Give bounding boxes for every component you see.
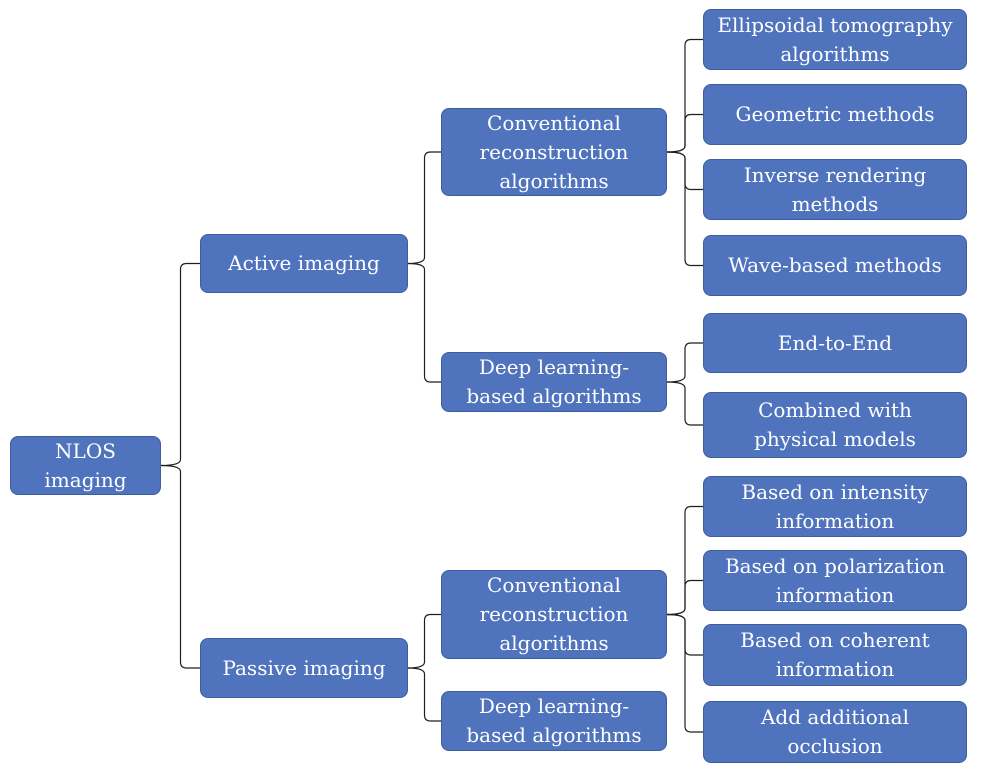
node-passive-imaging: Passive imaging <box>200 638 408 698</box>
connector-root-to-active <box>160 262 200 467</box>
connector-a-conv-to-a4 <box>666 151 703 267</box>
node-active-conventional-algorithms: Conventional reconstruction algorithms <box>441 108 667 196</box>
node-nlos-imaging: NLOS imaging <box>10 436 161 495</box>
node-active-imaging: Active imaging <box>200 234 408 293</box>
node-combined-physical-models: Combined with physical models <box>703 392 967 458</box>
node-wave-based-methods: Wave-based methods <box>703 235 967 296</box>
connector-p-conv-to-p4 <box>666 613 703 733</box>
node-end-to-end: End-to-End <box>703 313 967 373</box>
connector-a-conv-to-a3 <box>666 151 703 191</box>
connector-passive-to-p-conv <box>407 613 441 669</box>
node-ellipsoidal-tomography: Ellipsoidal tomography algorithms <box>703 9 967 70</box>
node-passive-deep-learning-algorithms: Deep learning- based algorithms <box>441 691 667 751</box>
connector-active-to-a-deep <box>407 262 441 383</box>
connector-a-conv-to-a2 <box>666 113 703 153</box>
connector-root-to-passive <box>160 464 200 669</box>
connector-a-deep-to-a6 <box>666 381 703 426</box>
node-geometric-methods: Geometric methods <box>703 84 967 145</box>
node-intensity-information: Based on intensity information <box>703 476 967 537</box>
connector-p-conv-to-p1 <box>666 505 703 616</box>
node-coherent-information: Based on coherent information <box>703 624 967 686</box>
node-additional-occlusion: Add additional occlusion <box>703 701 967 763</box>
connector-active-to-a-conv <box>407 151 441 265</box>
connector-p-conv-to-p2 <box>666 579 703 616</box>
connector-a-deep-to-a5 <box>666 342 703 383</box>
connector-passive-to-p-deep <box>407 667 441 722</box>
node-inverse-rendering: Inverse rendering methods <box>703 159 967 220</box>
node-polarization-information: Based on polarization information <box>703 550 967 611</box>
node-active-deep-learning-algorithms: Deep learning- based algorithms <box>441 352 667 412</box>
connector-a-conv-to-a1 <box>666 38 703 153</box>
connector-p-conv-to-p3 <box>666 613 703 656</box>
node-passive-conventional-algorithms: Conventional reconstruction algorithms <box>441 570 667 659</box>
